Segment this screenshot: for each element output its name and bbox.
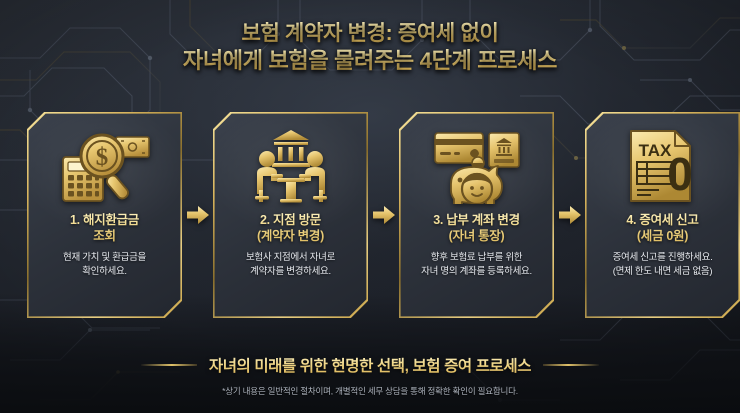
step-desc-line-2: (면제 한도 내면 세금 없음) [612,265,713,277]
arrow-right-icon [186,112,209,318]
steps-row: $ 1. 해지환급금 조회 현재 가치 및 환급금을 확인하세요. [27,112,713,318]
step-desc-line-2: 자녀 명의 계좌를 등록하세요. [421,265,532,277]
step-description: 현재 가치 및 환급금을 확인하세요. [35,251,174,278]
calculator-magnifier-money-icon: $ [35,126,174,206]
step-desc-line-1: 향후 보험료 납부를 위한 [430,252,523,263]
step-description: 향후 보험료 납부를 위한 자녀 명의 계좌를 등록하세요. [407,251,546,278]
step-title-sub: (자녀 통장) [448,229,505,243]
bank-consultation-icon [221,126,360,206]
step-description: 증여세 신고를 진행하세요. (면제 한도 내면 세금 없음) [593,251,732,278]
arrow-right-icon [558,112,581,318]
piggy-bank-card-passbook-icon [407,126,546,206]
svg-text:0: 0 [667,148,693,200]
step-title: 1. 해지환급금 조회 [35,212,174,244]
footer-headline: 자녀의 미래를 위한 현명한 선택, 보험 증여 프로세스 [209,354,532,376]
poster-footer: 자녀의 미래를 위한 현명한 선택, 보험 증여 프로세스 *상기 내용은 일반… [0,354,740,397]
title-line-2: 자녀에게 보험을 물려주는 4단계 프로세스 [0,47,740,74]
step-desc-line-2: 계약자를 변경하세요. [250,265,331,277]
step-desc-line-1: 현재 가치 및 환급금을 [63,252,146,263]
tax-document-zero-icon: TAX 0 [593,126,732,206]
step-title-main: 3. 납부 계좌 변경 [433,213,520,227]
step-title-main: 4. 증여세 신고 [626,213,699,227]
step-title-main: 2. 지점 방문 [260,213,321,227]
step-title-sub: 조회 [93,229,116,243]
poster-title: 보험 계약자 변경: 증여세 없이 자녀에게 보험을 물려주는 4단계 프로세스 [0,20,740,74]
footer-disclaimer: *상기 내용은 일반적인 절차이며, 개별적인 세무 상담을 통해 정확한 확인… [222,386,518,396]
step-title: 3. 납부 계좌 변경 (자녀 통장) [407,212,546,244]
step-desc-line-2: 확인하세요. [82,265,127,277]
svg-text:$: $ [95,144,108,171]
step-title: 4. 증여세 신고 (세금 0원) [593,212,732,244]
step-card-2[interactable]: 2. 지점 방문 (계약자 변경) 보험사 지점에서 자녀로 계약자를 변경하세… [213,112,368,318]
footer-headline-row: 자녀의 미래를 위한 현명한 선택, 보험 증여 프로세스 [0,354,740,376]
step-title: 2. 지점 방문 (계약자 변경) [221,212,360,244]
step-card-4[interactable]: TAX 0 4. 증여세 신고 (세금 0원) 증여세 신고를 진행하세요. (… [585,112,740,318]
step-title-main: 1. 해지환급금 [70,213,139,227]
step-card-3[interactable]: 3. 납부 계좌 변경 (자녀 통장) 향후 보험료 납부를 위한 자녀 명의 … [399,112,554,318]
step-desc-line-1: 증여세 신고를 진행하세요. [612,252,713,263]
footer-rule-right [543,364,600,366]
footer-rule-left [140,364,197,366]
step-title-sub: (계약자 변경) [257,229,324,243]
step-desc-line-1: 보험사 지점에서 자녀로 [245,252,336,263]
step-description: 보험사 지점에서 자녀로 계약자를 변경하세요. [221,251,360,278]
step-title-sub: (세금 0원) [636,229,689,243]
step-card-1[interactable]: $ 1. 해지환급금 조회 현재 가치 및 환급금을 확인하세요. [27,112,182,318]
arrow-right-icon [372,112,395,318]
title-line-1: 보험 계약자 변경: 증여세 없이 [0,20,740,47]
